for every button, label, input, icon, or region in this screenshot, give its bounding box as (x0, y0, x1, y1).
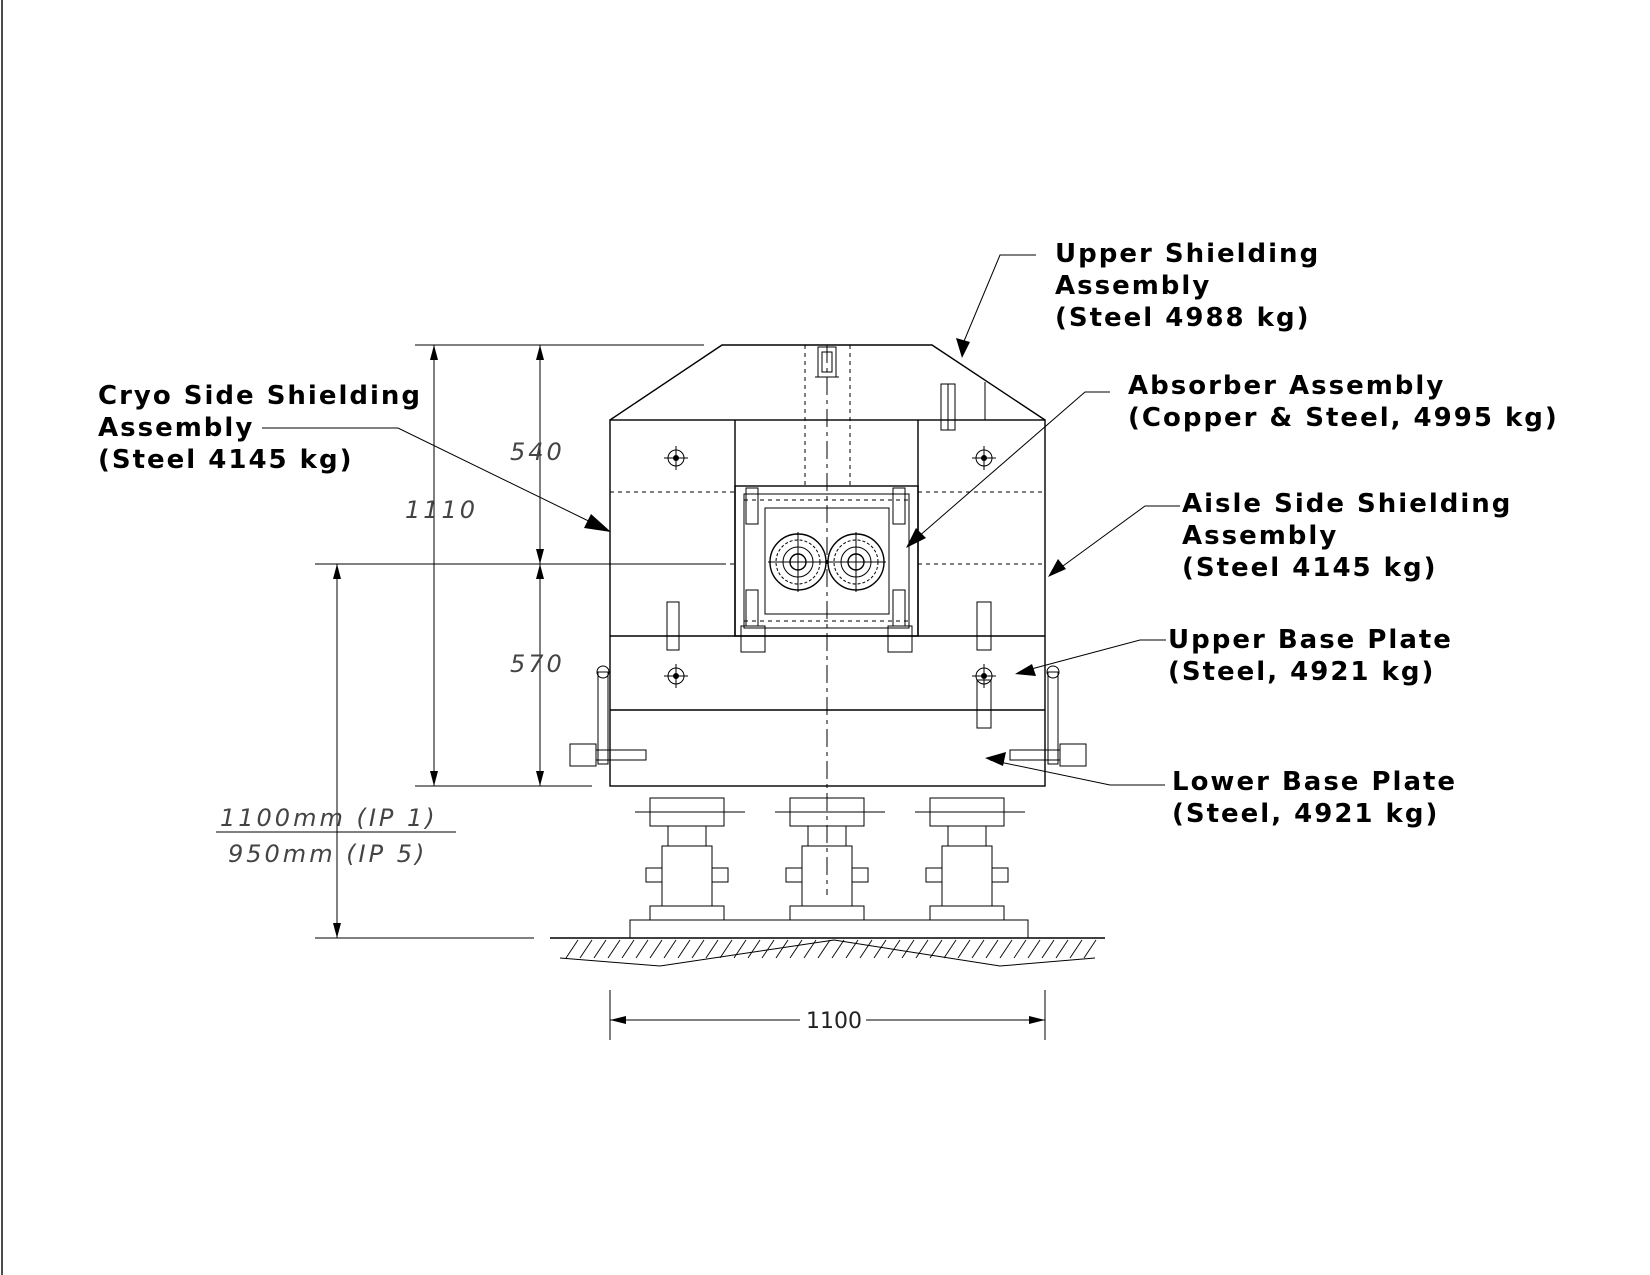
bolt-symbols (664, 446, 996, 688)
svg-text:Aisle Side Shielding: Aisle Side Shielding (1182, 489, 1512, 519)
floor-hatch-mark (999, 939, 1013, 959)
floor-hatch-mark (803, 939, 817, 959)
dim-total-height: 1110 (405, 496, 478, 524)
floor-hatch-mark (607, 939, 621, 959)
dim-lower-height: 570 (510, 650, 565, 678)
label-upper-base: Upper Base Plate (Steel, 4921 kg) (1168, 625, 1453, 687)
svg-text:(Copper & Steel, 4995 kg): (Copper & Steel, 4995 kg) (1128, 403, 1559, 433)
svg-text:Cryo Side Shielding: Cryo Side Shielding (98, 381, 422, 411)
floor-hatch-mark (621, 939, 635, 959)
floor-hatch-mark (747, 939, 761, 959)
svg-text:Assembly: Assembly (1182, 521, 1338, 551)
floor-hatch-mark (915, 939, 929, 959)
dim-floor-ip5: 950mm (IP 5) (228, 840, 427, 868)
floor-hatch-mark (565, 939, 579, 959)
svg-text:(Steel, 4921 kg): (Steel, 4921 kg) (1172, 799, 1439, 829)
svg-text:Lower Base Plate: Lower Base Plate (1172, 767, 1457, 797)
svg-text:Upper Base Plate: Upper Base Plate (1168, 625, 1453, 655)
floor-hatch-mark (971, 939, 985, 959)
svg-text:(Steel 4988 kg): (Steel 4988 kg) (1055, 303, 1310, 333)
svg-text:(Steel 4145 kg): (Steel 4145 kg) (98, 445, 353, 475)
floor-hatch-mark (775, 939, 789, 959)
label-absorber: Absorber Assembly (Copper & Steel, 4995 … (1128, 371, 1559, 433)
floor-hatch-mark (593, 939, 607, 959)
floor-hatch-mark (1041, 939, 1055, 959)
floor-hatch-mark (663, 939, 677, 959)
jack-center (775, 797, 885, 921)
floor-hatch-mark (1055, 939, 1069, 959)
label-cryo-side: Cryo Side Shielding Assembly (Steel 4145… (98, 381, 422, 475)
support-jacks (629, 797, 1029, 939)
floor-hatch-mark (873, 939, 887, 959)
label-lower-base: Lower Base Plate (Steel, 4921 kg) (1172, 767, 1457, 829)
floor-hatch-mark (761, 939, 775, 959)
floor-hatch-mark (887, 939, 901, 959)
floor-hatch-mark (957, 939, 971, 959)
svg-text:Assembly: Assembly (98, 413, 254, 443)
dim-floor-ip1: 1100mm (IP 1) (220, 804, 438, 832)
jack-left (635, 797, 745, 921)
floor-hatch-mark (817, 939, 831, 959)
svg-text:Upper Shielding: Upper Shielding (1055, 239, 1320, 269)
dim-top-height: 540 (510, 438, 565, 466)
jack-base-plate (629, 919, 1029, 939)
floor-hatch-mark (691, 939, 705, 959)
jack-right (915, 797, 1025, 921)
label-aisle-side: Aisle Side Shielding Assembly (Steel 414… (1182, 489, 1512, 583)
floor-hatch-mark (719, 939, 733, 959)
floor-hatch-mark (649, 939, 663, 959)
floor-hatch-mark (1069, 939, 1083, 959)
floor-hatch-mark (1083, 939, 1097, 959)
floor-hatch-mark (677, 939, 691, 959)
absorber-frame (734, 485, 919, 653)
floor-hatch-mark (579, 939, 593, 959)
floor-hatch-mark (929, 939, 943, 959)
svg-text:(Steel 4145 kg): (Steel 4145 kg) (1182, 553, 1437, 583)
floor-hatch-mark (985, 939, 999, 959)
floor-hatch-mark (1027, 939, 1041, 959)
beam-pipe-right (826, 532, 886, 592)
floor-hatch-mark (859, 939, 873, 959)
dimension-lines (216, 344, 1046, 1040)
side-brackets (569, 601, 1087, 767)
svg-text:Assembly: Assembly (1055, 271, 1211, 301)
floor-hatch-mark (1013, 939, 1027, 959)
floor-hatch-mark (705, 939, 719, 959)
dim-width: 1100 (806, 1009, 862, 1034)
label-upper-shielding: Upper Shielding Assembly (Steel 4988 kg) (1055, 239, 1320, 333)
svg-text:(Steel, 4921 kg): (Steel, 4921 kg) (1168, 657, 1435, 687)
floor-hatch-mark (635, 939, 649, 959)
floor-hatch-mark (733, 939, 747, 959)
svg-text:Absorber Assembly: Absorber Assembly (1128, 371, 1445, 401)
beam-pipe-left (768, 532, 828, 592)
floor-hatch-mark (845, 939, 859, 959)
floor-hatch-mark (789, 939, 803, 959)
floor-hatch-mark (943, 939, 957, 959)
floor-hatch-mark (901, 939, 915, 959)
floor-line (550, 937, 1105, 967)
floor-hatch-mark (831, 939, 845, 959)
leader-lines (262, 254, 1180, 786)
